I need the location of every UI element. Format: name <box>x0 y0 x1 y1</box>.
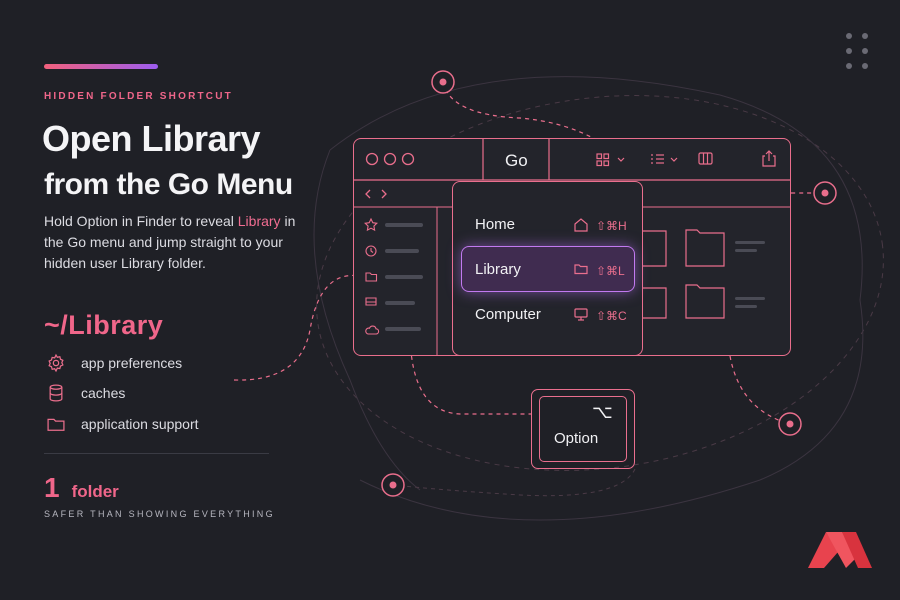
desc-text-rest: in the Go menu and jump straight to your… <box>44 213 296 271</box>
option-key-icon: ⌥ <box>592 402 613 422</box>
shortcut-computer: ⇧⌘C <box>596 309 627 323</box>
go-menu-title[interactable]: Go <box>505 151 528 170</box>
back-forward-icon <box>365 189 387 199</box>
dots-grid-icon <box>846 33 868 69</box>
accent-bar <box>44 64 158 69</box>
folder-icon <box>47 418 65 431</box>
node-icon <box>778 412 802 436</box>
node-icon <box>813 181 837 205</box>
shortcut-home: ⇧⌘H <box>596 219 627 233</box>
divider <box>44 453 269 454</box>
brand-logo-icon <box>808 532 872 568</box>
menu-item-home[interactable]: Home <box>475 216 516 233</box>
folder-icon <box>365 272 378 282</box>
feature-item: caches <box>46 382 125 404</box>
grid-view-icon <box>596 153 625 167</box>
menu-item-computer[interactable]: Computer <box>475 306 541 323</box>
desc-highlight: Library <box>237 213 281 229</box>
description: Hold Option in Finder to reveal Library … <box>44 211 304 274</box>
house-icon <box>574 218 588 232</box>
library-path: ~/Library <box>44 310 164 340</box>
feature-label: application support <box>81 416 199 432</box>
stat-number: 1 <box>44 472 60 503</box>
feature-item: app preferences <box>46 352 182 374</box>
menu-item-library-highlight[interactable] <box>461 246 635 292</box>
window-controls-icon <box>365 152 415 166</box>
feature-item: application support <box>46 413 199 435</box>
list-view-icon <box>651 154 678 164</box>
share-icon <box>762 150 776 167</box>
desc-text: Hold Option in Finder to reveal <box>44 213 238 229</box>
option-keycap <box>539 396 627 462</box>
title-line-1: Open Library <box>42 118 261 159</box>
star-icon <box>364 217 378 232</box>
monitor-icon <box>574 308 588 321</box>
eyebrow-label: HIDDEN FOLDER SHORTCUT <box>44 91 233 102</box>
option-key-label: Option <box>554 430 599 447</box>
option-key <box>531 389 635 469</box>
feature-label: app preferences <box>81 355 183 371</box>
folder-icon <box>574 264 588 275</box>
stat-unit: folder <box>71 482 119 501</box>
go-menu-dropdown <box>452 181 643 356</box>
database-icon <box>49 384 63 402</box>
gear-icon <box>48 353 64 373</box>
node-icon <box>431 70 455 94</box>
column-view-icon <box>698 152 713 165</box>
shortcut-library: ⇧⌘L <box>596 264 625 278</box>
clock-icon <box>365 245 377 257</box>
title-line-2: from the Go Menu <box>44 168 293 201</box>
content-folders-icon <box>643 229 725 319</box>
stat: 1 folder <box>44 472 119 504</box>
page-title: Open Library from the Go Menu <box>42 116 342 208</box>
feature-label: caches <box>81 385 126 401</box>
drive-icon <box>365 297 377 306</box>
cloud-icon <box>365 325 380 335</box>
node-icon <box>381 473 405 497</box>
menu-item-library[interactable]: Library <box>475 261 521 278</box>
stat-caption: SAFER THAN SHOWING EVERYTHING <box>44 509 275 519</box>
